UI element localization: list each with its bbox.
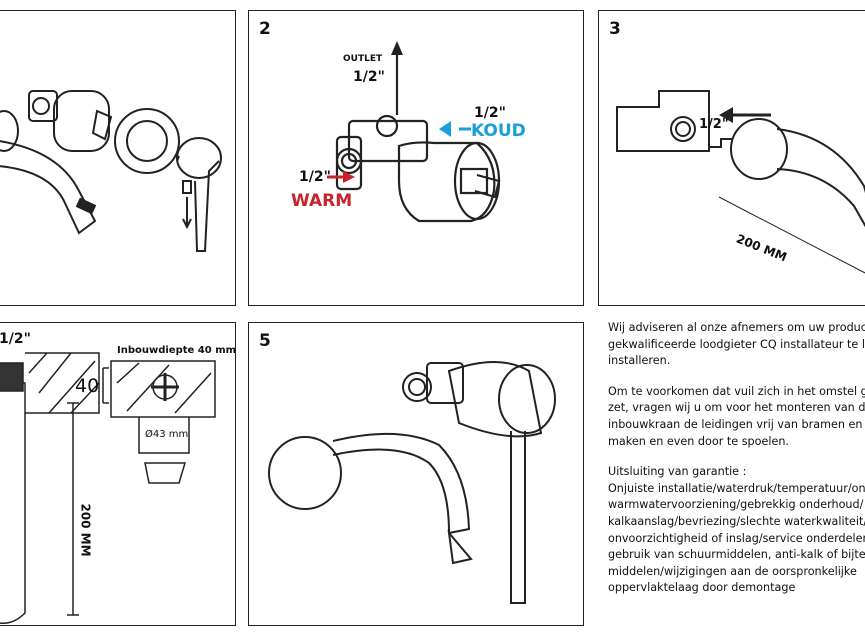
step-1-exploded-diagram [0,90,222,252]
spout-connection-diagram [616,90,865,274]
thread-size-label: 1/2" [0,331,31,347]
valve-connections-diagram [327,41,501,223]
panel-step-5: 5 [248,322,584,626]
warranty-paragraph: Uitsluiting van garantie : Onjuiste inst… [608,465,865,595]
step-number: 5 [259,331,271,351]
outlet-size-label: 1/2" [353,69,385,85]
advice-paragraph: Wij adviseren al onze afnemers om uw pro… [608,321,865,368]
cold-size-label: 1/2" [474,105,506,121]
diameter-label: Ø43 mm [145,429,189,440]
depth-value: 40 [75,375,100,397]
depth-title: Inbouwdiepte 40 mm [117,345,236,356]
outlet-label: OUTLET [343,54,383,64]
panel-step-4: 1/2" Inbouwdiepte 40 mm 40 Ø43 mm 200 MM [0,322,236,626]
flush-paragraph: Om te voorkomen dat vuil zich in het oms… [608,384,865,448]
length-label: 200 MM [78,503,93,557]
panel-step-3: 3 1/2" 200 MM [598,10,865,306]
step-number: 2 [259,19,271,39]
installation-depth-diagram [0,352,216,625]
panel-step-1 [0,10,236,306]
warm-size-label: 1/2" [299,169,331,185]
installation-notes: Wij adviseren al onze afnemers om uw pro… [608,320,865,611]
panel-step-2: 2 OUTLET 1/2" 1/2" KOUD 1/2" WARM [248,10,584,306]
step-number: 3 [609,19,621,39]
assembled-faucet-diagram [268,361,556,604]
thread-size-label: 1/2" [699,117,729,132]
warm-label: WARM [291,191,353,211]
cold-label: KOUD [471,121,526,141]
